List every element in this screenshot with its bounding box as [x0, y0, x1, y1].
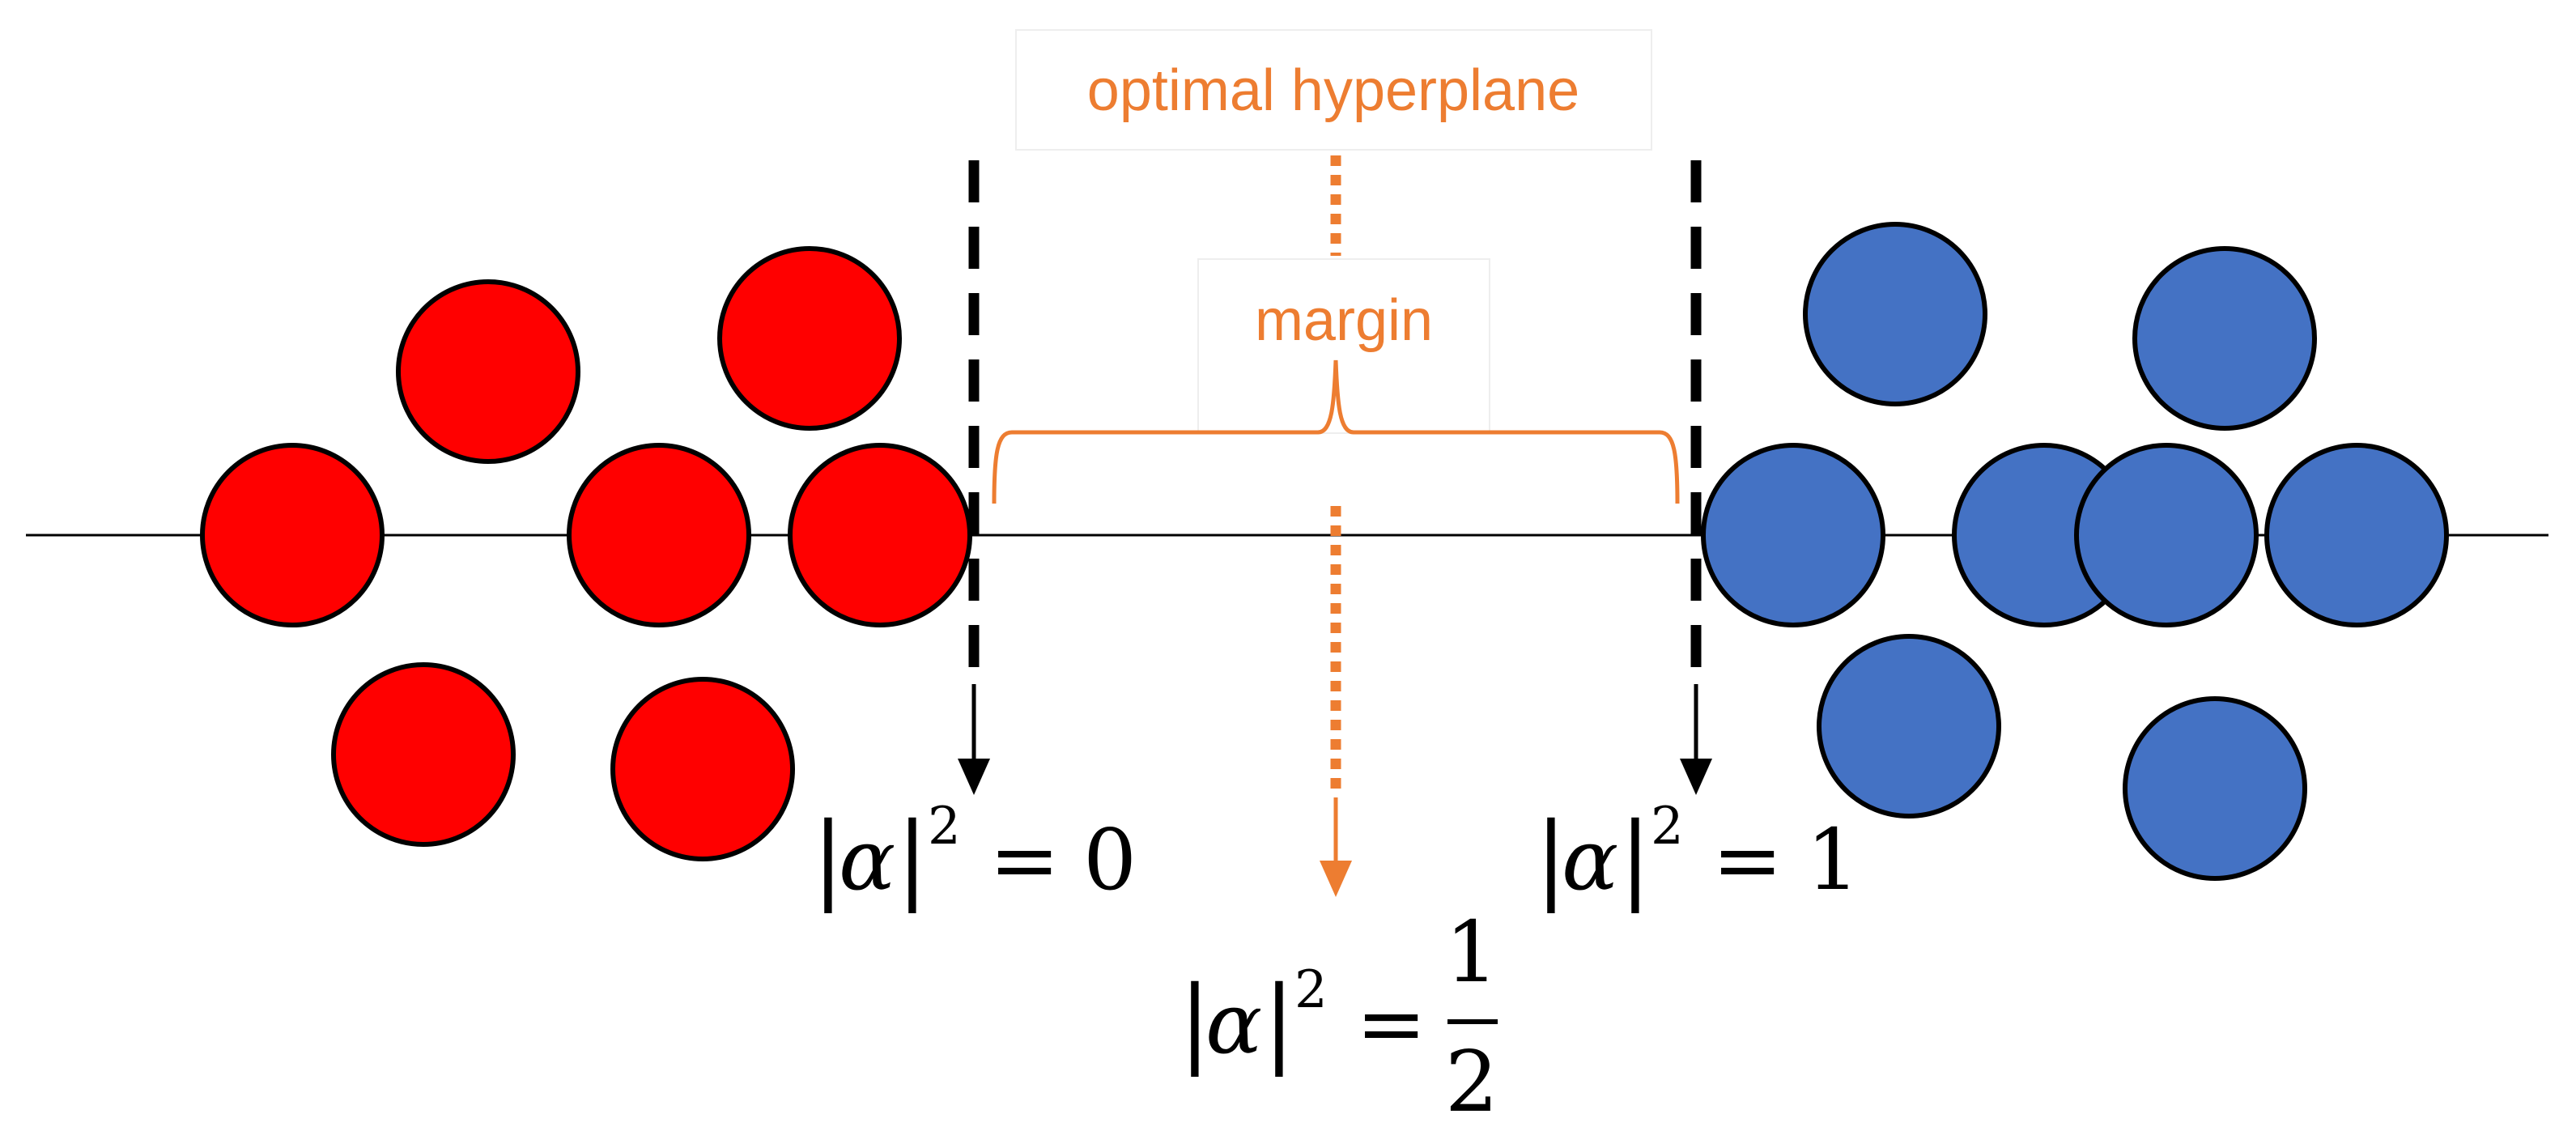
svg-text:=: =	[989, 810, 1060, 909]
equation-center: | α | 2 = 1 2	[1179, 903, 1498, 1131]
svg-text:=: =	[1356, 974, 1426, 1073]
class-a-point	[717, 246, 902, 431]
fraction-denominator: 2	[1445, 1032, 1498, 1131]
svg-text:|: |	[1535, 801, 1567, 913]
class-b-point	[2264, 443, 2449, 627]
svg-text:2: 2	[928, 797, 961, 857]
class-b-point	[2074, 443, 2259, 627]
class-b-point	[1803, 222, 1987, 406]
svg-text:|: |	[812, 801, 844, 913]
hyperplane-label: optimal hyperplane	[1087, 58, 1579, 123]
svg-text:|: |	[1263, 965, 1295, 1077]
class-b-point	[1701, 443, 1885, 627]
svg-text:1: 1	[1806, 810, 1860, 909]
margin-brace	[992, 359, 1680, 504]
svg-text:|: |	[1619, 801, 1651, 913]
class-b-point	[2132, 246, 2317, 431]
svg-text:=: =	[1712, 810, 1783, 909]
class-a-point	[610, 677, 795, 861]
svg-text:|: |	[1179, 965, 1211, 1077]
class-b-point	[2123, 696, 2307, 881]
fraction-numerator: 1	[1445, 903, 1498, 1001]
svg-text:α: α	[1205, 974, 1262, 1073]
class-a-point	[567, 443, 751, 627]
svg-text:2: 2	[1294, 960, 1328, 1020]
equation-right: | α | 2 = 1	[1535, 797, 1860, 913]
svg-text:α: α	[839, 810, 895, 909]
svg-text:2: 2	[1651, 797, 1684, 857]
hyperplane-label-box	[1015, 29, 1652, 151]
class-b-point	[1817, 634, 2001, 818]
class-a-point	[396, 279, 580, 464]
svg-text:0: 0	[1083, 810, 1137, 909]
class-b-points	[1701, 222, 2449, 881]
class-a-point	[788, 443, 972, 627]
class-a-point	[200, 443, 385, 627]
margin-label-box	[1197, 258, 1490, 434]
margin-label: margin	[1255, 288, 1433, 353]
class-a-points	[200, 246, 972, 861]
svg-text:|: |	[896, 801, 929, 913]
svg-text:α: α	[1562, 810, 1618, 909]
class-a-point	[331, 662, 516, 847]
equation-left: | α | 2 = 0	[812, 797, 1137, 913]
